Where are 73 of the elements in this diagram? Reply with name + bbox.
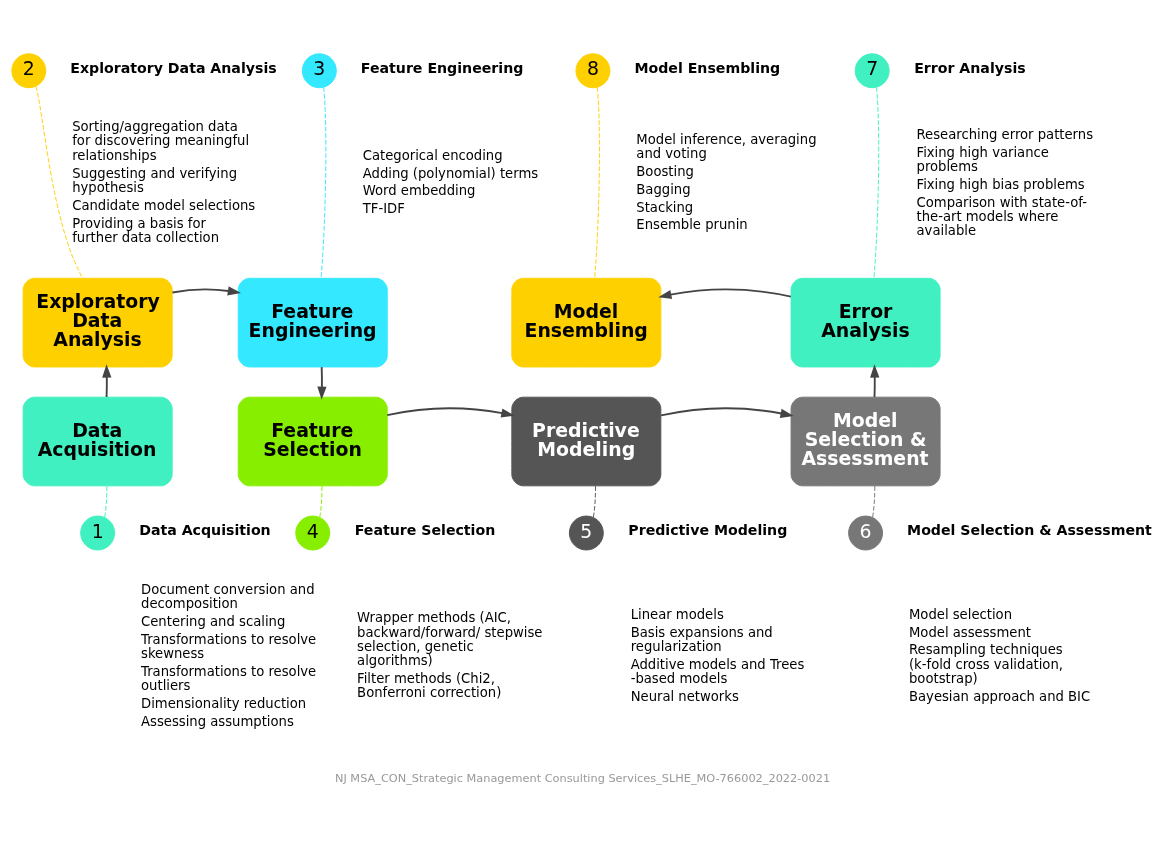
- node-label: Document conversion and decomposition: [141, 582, 315, 612]
- node-label: Centering and scaling: [141, 614, 286, 630]
- node-label: Resampling techniques (k-fold cross validation, bootstrap): [908, 642, 1063, 686]
- node-label: Bayesian approach and BIC: [908, 688, 1091, 704]
- connector: [320, 86, 327, 279]
- connector: [872, 485, 876, 518]
- node-label: Filter methods (Chi2, Bonferroni correction): [357, 670, 502, 700]
- node-label: Word embedding: [362, 183, 476, 199]
- node-label: Comparison with state-of-the-art models where available: [916, 194, 1087, 239]
- node-label: Linear models: [630, 606, 724, 622]
- node-label: Model inference, averaging and voting: [636, 131, 817, 161]
- node-box: Feature Engineering: [237, 277, 388, 368]
- node-label: Model Ensembling: [634, 60, 781, 77]
- node-circle: 7: [854, 53, 890, 89]
- node-circle: 3: [301, 53, 337, 89]
- node-label: Basis expansions and regularization: [630, 624, 773, 654]
- node-label: Exploratory Data Analysis: [70, 60, 277, 77]
- node-box: Model Ensembling: [511, 277, 662, 368]
- arrow: [317, 366, 327, 400]
- node-label: Boosting: [636, 163, 694, 179]
- node-label: TF-IDF: [362, 201, 405, 217]
- node-label: Candidate model selections: [72, 197, 256, 213]
- connector: [592, 485, 596, 518]
- node-circle: 8: [575, 53, 611, 89]
- node-box: Predictive Modeling: [511, 396, 662, 487]
- node-label: Model selection: [908, 606, 1013, 622]
- arrow: [171, 286, 242, 296]
- node-label: Predictive Modeling: [628, 522, 788, 539]
- node-label: Model Selection & Assessment: [907, 522, 1152, 539]
- node-label: Feature Engineering: [360, 60, 524, 77]
- node-label: Researching error patterns: [916, 126, 1094, 142]
- node-label: Transformations to resolve outliers: [141, 664, 317, 694]
- connector: [319, 485, 323, 518]
- arrow: [660, 407, 794, 418]
- arrow: [870, 364, 880, 398]
- node-box: Feature Selection: [237, 396, 388, 487]
- connector: [873, 86, 880, 279]
- node-label: Fixing high bias problems: [916, 176, 1085, 192]
- node-label: Model assessment: [908, 624, 1031, 640]
- node-label: Neural networks: [630, 688, 739, 704]
- node-label: Additive models and Trees -based models: [630, 656, 805, 686]
- node-label: Error Analysis: [914, 60, 1026, 77]
- node-circle: 6: [848, 515, 884, 551]
- connector: [35, 85, 83, 279]
- node-circle: 1: [80, 515, 116, 551]
- connector: [104, 485, 108, 518]
- node-label: Adding (polynomial) terms: [362, 165, 539, 181]
- node-label: Providing a basis for further data collection: [72, 215, 220, 245]
- node-label: Transformations to resolve skewness: [141, 632, 317, 662]
- node-box: Error Analysis: [790, 277, 941, 368]
- node-label: Ensemble prunin: [636, 217, 748, 233]
- label: NJ MSA_CON_Strategic Management Consulting Services_SLHE_MO-766002_2022-0021: [334, 771, 831, 786]
- node-circle: 2: [11, 53, 47, 89]
- node-circle: 5: [568, 515, 604, 551]
- node-label: Wrapper methods (AIC, backward/forward/ stepwise selection, genetic algorithms): [357, 610, 543, 668]
- node-box: Data Acquisition: [22, 396, 173, 487]
- node-label: Bagging: [636, 181, 691, 197]
- node-box: Model Selection & Assessment: [790, 396, 941, 487]
- node-label: Dimensionality reduction: [141, 696, 307, 712]
- arrow: [386, 407, 515, 418]
- node-circle: 4: [295, 515, 331, 551]
- node-label: Suggesting and verifying hypothesis: [72, 165, 238, 195]
- node-label: Feature Selection: [354, 522, 496, 539]
- node-label: Stacking: [636, 199, 694, 215]
- node-label: Fixing high variance problems: [916, 144, 1049, 174]
- node-label: Sorting/aggregation data for discovering meaningful relationships: [72, 119, 250, 163]
- connector: [594, 86, 600, 279]
- node-label: Assessing assumptions: [141, 714, 294, 730]
- arrow: [102, 364, 112, 398]
- arrow: [658, 288, 792, 300]
- node-label: Data Acquisition: [139, 522, 271, 539]
- node-label: Categorical encoding: [362, 147, 503, 163]
- node-box: Exploratory Data Analysis: [22, 277, 173, 368]
